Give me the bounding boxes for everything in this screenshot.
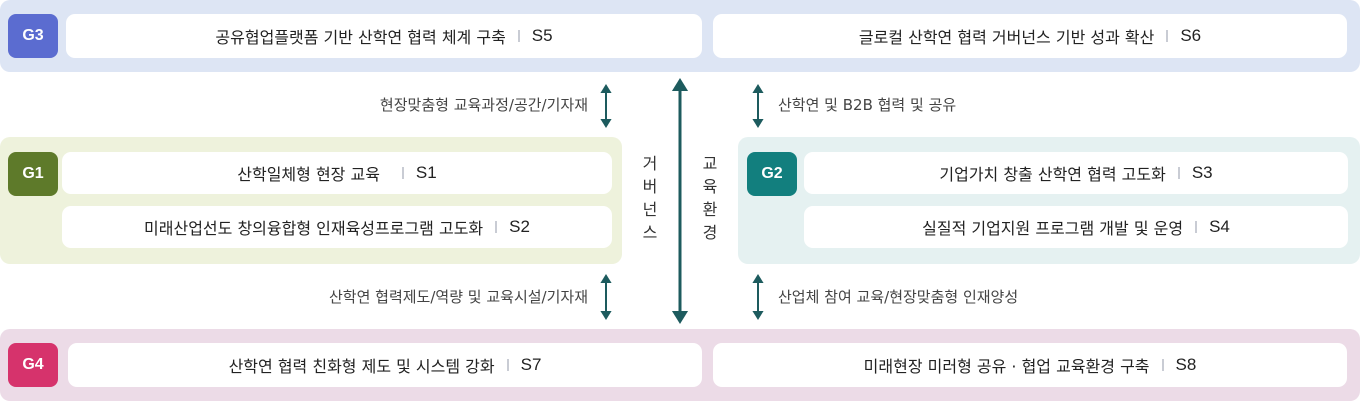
arrow-center	[671, 78, 689, 324]
connector-label-bottom-right: 산업체 참여 교육/현장맞춤형 인재양성	[778, 288, 1019, 306]
strategy-box-s1: 산학일체형 현장 교육 S1	[62, 152, 612, 194]
connector-label-top-left: 현장맞춤형 교육과정/공간/기자재	[379, 96, 588, 114]
strategy-text: 공유협업플랫폼 기반 산학연 협력 체계 구축	[215, 28, 506, 47]
strategy-box-s2: 미래산업선도 창의융합형 인재육성프로그램 고도화 S2	[62, 206, 612, 248]
strategy-box-s8: 미래현장 미러형 공유 · 협업 교육환경 구축 S8	[713, 343, 1347, 387]
environment-char: 육	[702, 177, 718, 196]
g3-badge: G3	[8, 14, 58, 58]
governance-char: 스	[642, 223, 658, 242]
governance-char: 거	[642, 154, 658, 173]
strategy-box-s7: 산학연 협력 친화형 제도 및 시스템 강화 S7	[68, 343, 702, 387]
environment-label: 교 육 환 경	[700, 152, 720, 244]
strategy-code: S7	[520, 355, 542, 374]
environment-char: 교	[702, 154, 718, 173]
strategy-code: S5	[531, 26, 553, 45]
strategy-code: S2	[509, 217, 530, 236]
g4-badge: G4	[8, 343, 58, 387]
governance-char: 넌	[642, 200, 658, 219]
separator	[1177, 167, 1180, 179]
arrow-bottom-right	[752, 274, 764, 320]
separator	[495, 221, 498, 233]
strategy-text: 미래산업선도 창의융합형 인재육성프로그램 고도화	[144, 219, 484, 238]
strategy-box-s4: 실질적 기업지원 프로그램 개발 및 운영 S4	[804, 206, 1348, 248]
arrow-top-right	[752, 84, 764, 128]
separator	[506, 359, 509, 371]
arrow-bottom-left	[600, 274, 612, 320]
strategy-text: 실질적 기업지원 프로그램 개발 및 운영	[922, 219, 1184, 238]
strategy-text: 글로컬 산학연 협력 거버넌스 기반 성과 확산	[858, 28, 1155, 47]
strategy-code: S4	[1209, 217, 1230, 236]
environment-char: 환	[702, 200, 718, 219]
strategy-text: 미래현장 미러형 공유 · 협업 교육환경 구축	[863, 357, 1150, 376]
strategy-code: S8	[1175, 355, 1197, 374]
g1-badge: G1	[8, 152, 58, 196]
strategy-code: S6	[1180, 26, 1202, 45]
strategy-text: 산학일체형 현장 교육	[237, 165, 380, 184]
connector-label-bottom-left: 산학연 협력제도/역량 및 교육시설/기자재	[328, 288, 588, 306]
governance-label: 거 버 넌 스	[640, 152, 660, 244]
strategy-code: S1	[415, 163, 437, 182]
connector-label-top-right: 산학연 및 B2B 협력 및 공유	[778, 96, 957, 114]
environment-char: 경	[702, 223, 718, 242]
separator	[401, 167, 404, 179]
separator	[517, 30, 520, 42]
strategy-code: S3	[1191, 163, 1213, 182]
g2-badge: G2	[747, 152, 797, 196]
separator	[1161, 359, 1164, 371]
strategy-box-s3: 기업가치 창출 산학연 협력 고도화 S3	[804, 152, 1348, 194]
separator	[1166, 30, 1169, 42]
strategy-box-s5: 공유협업플랫폼 기반 산학연 협력 체계 구축 S5	[66, 14, 702, 58]
strategy-box-s6: 글로컬 산학연 협력 거버넌스 기반 성과 확산 S6	[713, 14, 1347, 58]
governance-char: 버	[642, 177, 658, 196]
strategy-text: 기업가치 창출 산학연 협력 고도화	[939, 165, 1166, 184]
arrow-top-left	[600, 84, 612, 128]
strategy-text: 산학연 협력 친화형 제도 및 시스템 강화	[228, 357, 495, 376]
separator	[1195, 221, 1198, 233]
